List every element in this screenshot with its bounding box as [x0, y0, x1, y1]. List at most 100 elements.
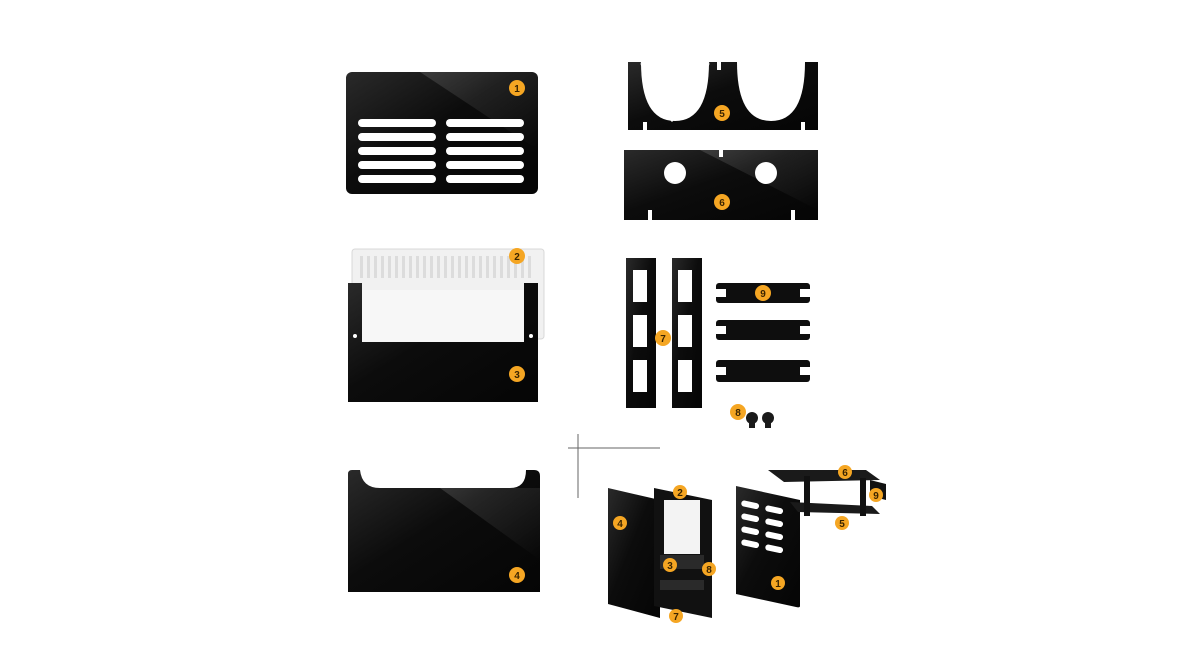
comb-tooth: [388, 256, 391, 278]
part-5-notch-top: [717, 62, 721, 70]
assembly-callout-6: 6: [838, 465, 852, 479]
callout-badge-7: 7: [655, 330, 671, 346]
part-9-clip-3: [716, 360, 810, 382]
svg-text:6: 6: [719, 198, 725, 209]
comb-tooth: [402, 256, 405, 278]
assembly-rail-bottom: [660, 580, 704, 590]
comb-tooth: [437, 256, 440, 278]
part-6-hole-right: [755, 162, 777, 184]
part-5-notch-left: [643, 122, 647, 130]
part-3-window: [362, 290, 524, 342]
part-9-clip-2: [716, 320, 810, 340]
assembly-panel-1-vents: [741, 500, 784, 554]
comb-tooth: [451, 256, 454, 278]
part-1-vent-slots: [358, 119, 524, 183]
part-1-sheen: [420, 72, 538, 150]
assembly-callout-9: 9: [869, 488, 883, 502]
part-2-comb-teeth: [360, 256, 531, 278]
part-4-sheen: [440, 488, 540, 560]
comb-tooth: [465, 256, 468, 278]
part-6-hole-left: [664, 162, 686, 184]
assembly-callout-5: 5: [835, 516, 849, 530]
comb-tooth: [458, 256, 461, 278]
comb-tooth: [367, 256, 370, 278]
comb-tooth: [507, 256, 510, 278]
part-3-hole-left: [353, 334, 357, 338]
comb-tooth: [514, 256, 517, 278]
svg-text:4: 4: [617, 519, 623, 530]
svg-text:7: 7: [660, 334, 666, 345]
comb-tooth: [528, 256, 531, 278]
svg-text:3: 3: [667, 561, 673, 572]
callout-badge-8: 8: [730, 404, 746, 420]
part-6-notch-top: [719, 150, 723, 157]
assembly-insert-2: [664, 500, 700, 554]
part-6-notch-left: [648, 210, 652, 220]
svg-text:5: 5: [719, 109, 725, 120]
part-5-fan-bracket: [628, 62, 818, 130]
part-7-rail-left: [626, 258, 656, 408]
comb-tooth: [521, 256, 524, 278]
comb-tooth: [430, 256, 433, 278]
svg-text:4: 4: [514, 571, 520, 582]
callout-badge-4: 4: [509, 567, 525, 583]
comb-tooth: [416, 256, 419, 278]
comb-tooth: [500, 256, 503, 278]
svg-text:6: 6: [842, 468, 848, 479]
svg-text:9: 9: [760, 289, 766, 300]
part-6-notch-right: [791, 210, 795, 220]
guide-cross: [568, 434, 660, 498]
assembly-callout-8: 8: [702, 562, 716, 576]
comb-tooth: [395, 256, 398, 278]
comb-tooth: [360, 256, 363, 278]
svg-text:5: 5: [839, 519, 845, 530]
svg-text:7: 7: [673, 612, 679, 623]
svg-text:1: 1: [775, 579, 781, 590]
svg-text:9: 9: [873, 491, 879, 502]
svg-text:8: 8: [706, 565, 712, 576]
assembly-callout-1: 1: [771, 576, 785, 590]
svg-text:2: 2: [677, 488, 683, 499]
svg-text:2: 2: [514, 252, 520, 263]
part-7-rail-right: [672, 258, 702, 408]
part-5-cutout-left-fill: [641, 62, 709, 121]
part-9-clips: [716, 283, 810, 382]
assembly-callout-3: 3: [663, 558, 677, 572]
assembly-callout-7: 7: [669, 609, 683, 623]
comb-tooth: [486, 256, 489, 278]
callout-badge-5: 5: [714, 105, 730, 121]
callout-badge-9: 9: [755, 285, 771, 301]
svg-text:8: 8: [735, 408, 741, 419]
assembly-callout-4: 4: [613, 516, 627, 530]
comb-tooth: [444, 256, 447, 278]
svg-text:1: 1: [514, 84, 520, 95]
part-1-vented-panel: [346, 72, 538, 194]
assembly-plate-6: [768, 470, 880, 482]
comb-tooth: [493, 256, 496, 278]
callout-badge-2: 2: [509, 248, 525, 264]
callout-badge-3: 3: [509, 366, 525, 382]
part-7-rails: [626, 258, 702, 408]
svg-text:3: 3: [514, 370, 520, 381]
callout-badge-6: 6: [714, 194, 730, 210]
part-3-frame-panel: [348, 283, 538, 402]
part-8-screws: [746, 412, 774, 428]
assembly-callout-2: 2: [673, 485, 687, 499]
part-3-hole-right: [529, 334, 533, 338]
comb-tooth: [423, 256, 426, 278]
callouts: 1 5 6 2 9 7 3 8: [509, 80, 883, 623]
assembly-panel-4: [608, 488, 660, 618]
part-5-cutout-right-fill: [737, 62, 805, 121]
callout-badge-1: 1: [509, 80, 525, 96]
comb-tooth: [374, 256, 377, 278]
comb-tooth: [409, 256, 412, 278]
assembly-view-rear: [736, 470, 886, 608]
part-5-notch-right: [801, 122, 805, 130]
comb-tooth: [479, 256, 482, 278]
comb-tooth: [472, 256, 475, 278]
comb-tooth: [381, 256, 384, 278]
part-4-side-panel: [348, 470, 540, 592]
part-3-body: [348, 283, 538, 402]
assembly-bracket-5: [790, 502, 880, 514]
